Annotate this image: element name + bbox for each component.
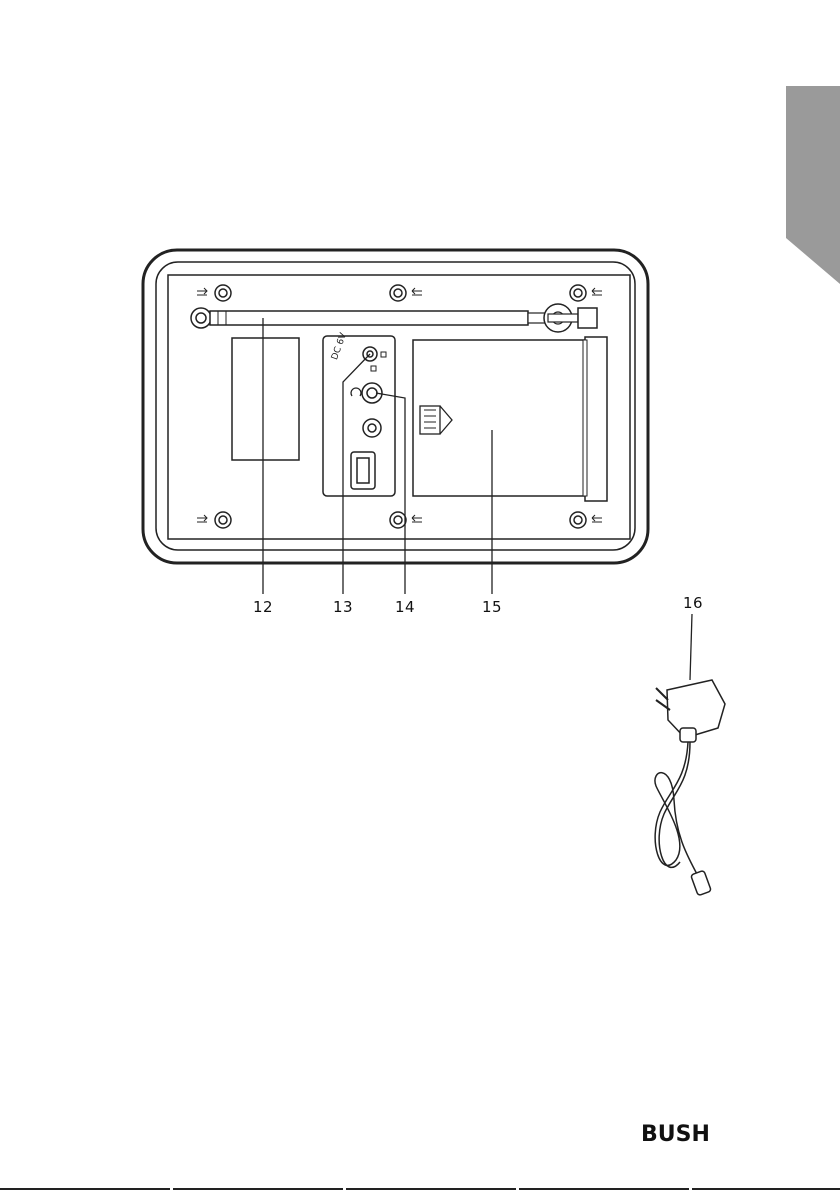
- brand-logo-text: BUSH: [641, 1122, 710, 1147]
- callout-14: 14: [395, 598, 415, 616]
- brand-logo: BUSH: [641, 1122, 710, 1147]
- callout-15: 15: [482, 598, 502, 616]
- callout-16: 16: [683, 594, 703, 612]
- battery-cover: [413, 337, 607, 501]
- power-adapter: [655, 680, 725, 896]
- callout-13: 13: [333, 598, 353, 616]
- bottom-rule: [0, 1188, 840, 1190]
- callout-12: 12: [253, 598, 273, 616]
- label-plate: [232, 338, 299, 460]
